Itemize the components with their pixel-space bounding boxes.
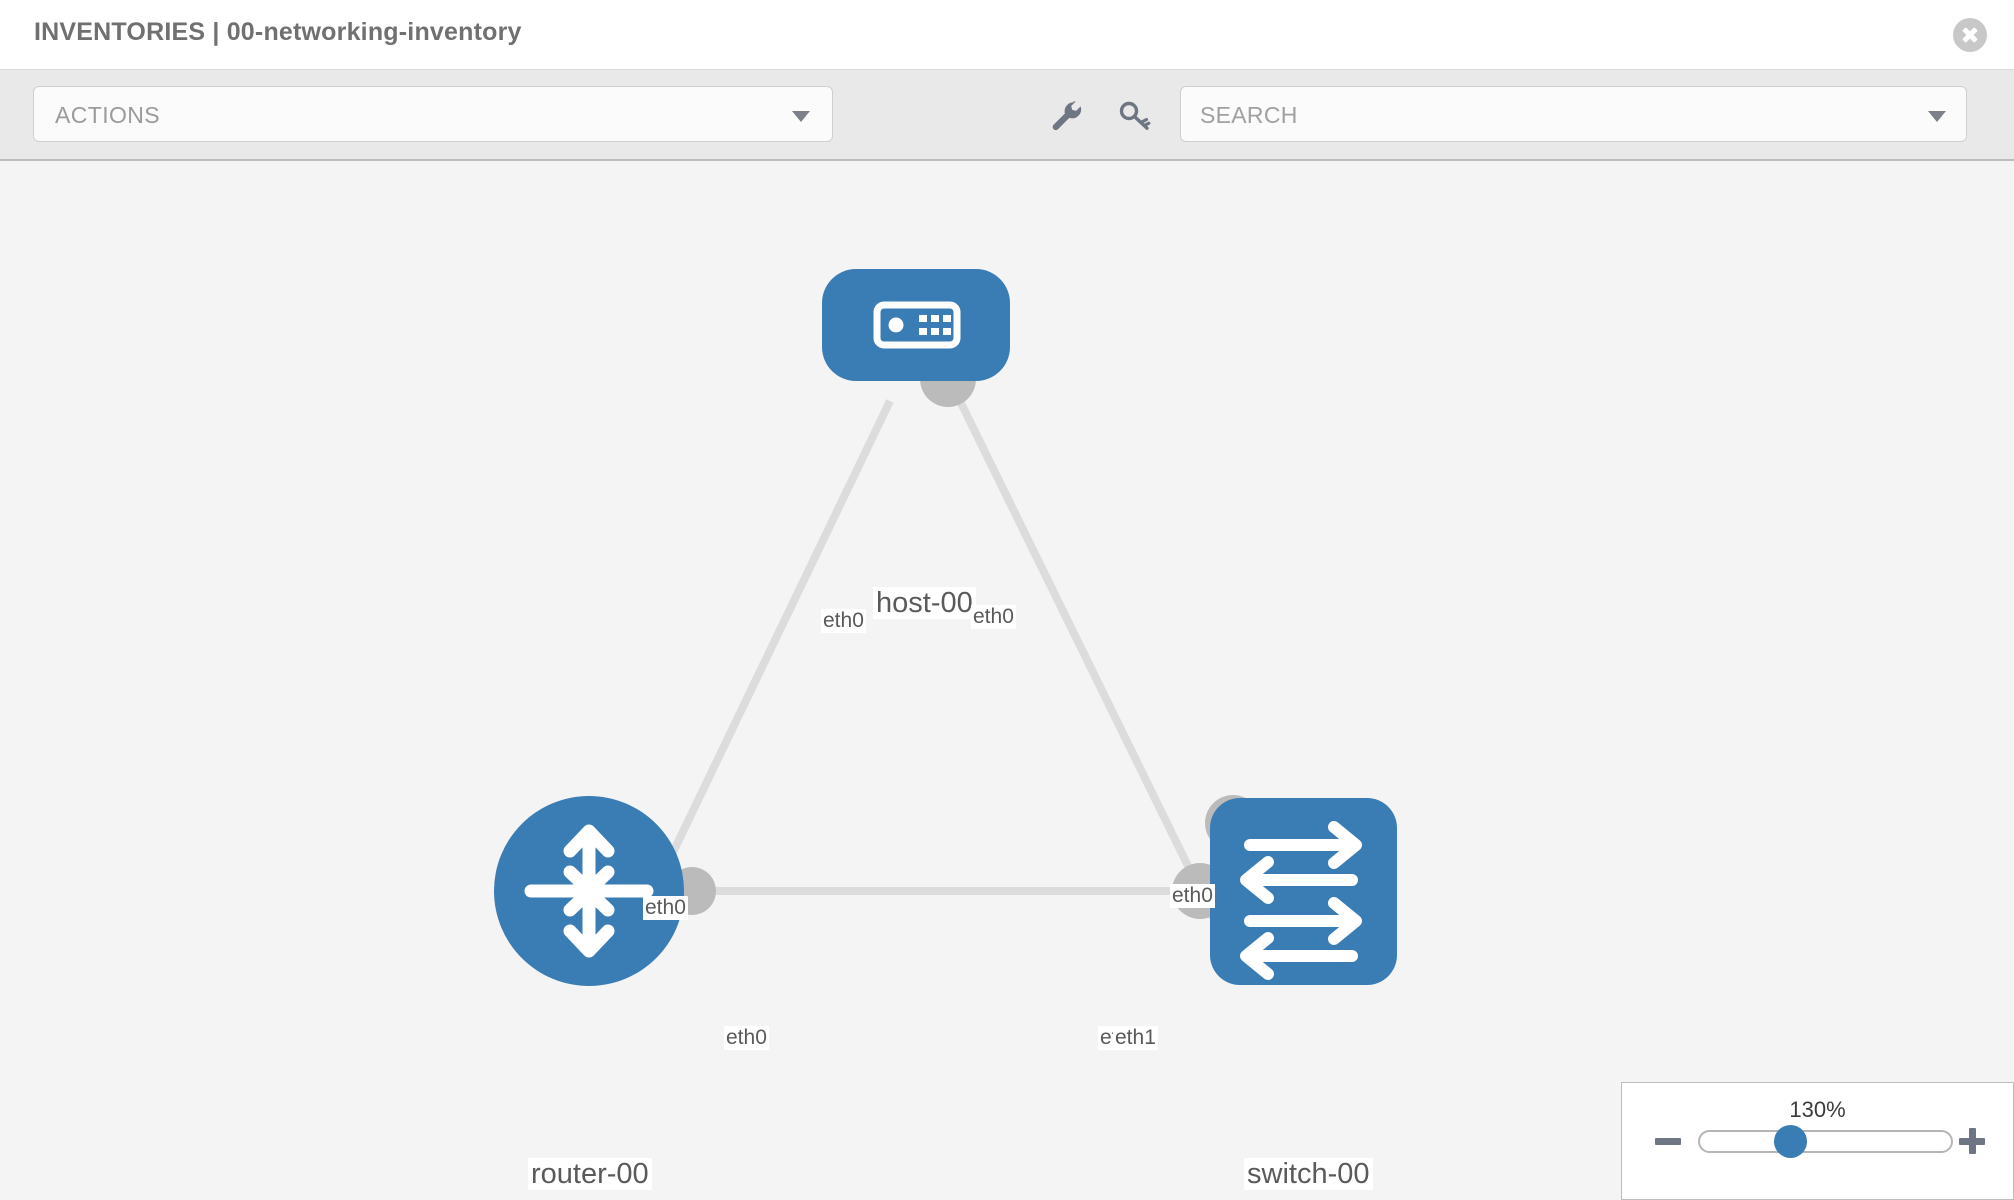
iface-label-switch-left-b: eth1: [1113, 1026, 1158, 1051]
link-host-switch[interactable]: [956, 399, 1219, 923]
iface-label-host-left: eth0: [821, 609, 866, 634]
iface-label-switch-up: eth0: [1170, 884, 1215, 909]
node-router-00[interactable]: [494, 796, 684, 986]
key-icon[interactable]: [1117, 98, 1153, 134]
topology-graph: [494, 269, 1397, 986]
node-label-switch-00: switch-00: [1244, 1158, 1373, 1191]
node-label-router-00: router-00: [528, 1158, 652, 1191]
link-host-router[interactable]: [636, 399, 894, 923]
node-switch-00[interactable]: [1210, 798, 1397, 985]
iface-label-host-right: eth0: [971, 605, 1016, 630]
page-title: INVENTORIES | 00-networking-inventory: [34, 18, 522, 46]
iface-label-router-right: eth0: [724, 1026, 769, 1051]
search-placeholder: SEARCH: [1200, 102, 1298, 128]
zoom-slider-track[interactable]: [1698, 1130, 1953, 1153]
node-label-host-00: host-00: [873, 587, 976, 620]
toolbar: ACTIONS SEARCH: [0, 70, 2014, 161]
chevron-down-icon[interactable]: [1928, 111, 1946, 122]
actions-dropdown-label: ACTIONS: [55, 102, 161, 128]
zoom-slider-thumb[interactable]: [1774, 1125, 1807, 1158]
actions-dropdown[interactable]: ACTIONS: [33, 86, 833, 142]
close-icon[interactable]: [1953, 18, 1987, 52]
chevron-down-icon: [792, 111, 810, 122]
topology-links: [636, 399, 1219, 923]
zoom-out-button[interactable]: [1655, 1128, 1681, 1154]
search-input[interactable]: SEARCH: [1180, 86, 1967, 142]
topology-canvas[interactable]: host-00 router-00 switch-00 eth0 eth0 et…: [0, 161, 2014, 1200]
iface-label-router-up: eth0: [643, 896, 688, 921]
node-host-00[interactable]: [822, 269, 1010, 381]
zoom-level-value: 130%: [1789, 1097, 1846, 1122]
zoom-in-button[interactable]: [1959, 1128, 1985, 1154]
wrench-icon[interactable]: [1049, 98, 1085, 134]
zoom-control-panel: 130%: [1621, 1082, 2014, 1200]
page-header: INVENTORIES | 00-networking-inventory: [0, 0, 2014, 70]
